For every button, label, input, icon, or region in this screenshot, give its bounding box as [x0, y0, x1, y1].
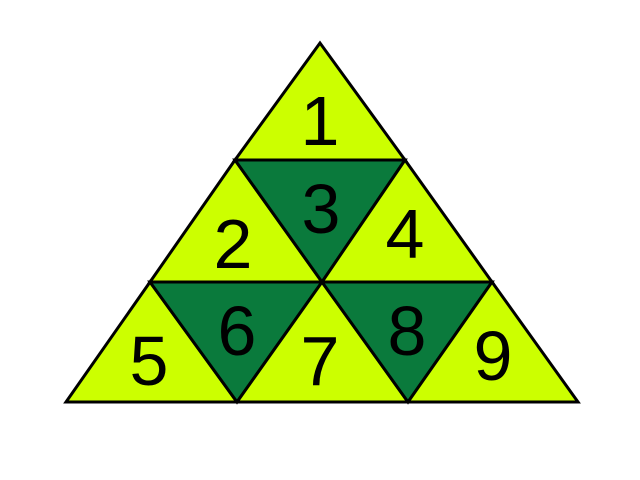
triangle-3-label: 3	[302, 170, 341, 248]
triangle-9-label: 9	[474, 317, 513, 395]
triangle-6-label: 6	[218, 292, 257, 370]
triangle-5-label: 5	[130, 322, 169, 400]
triangle-4: 4	[319, 157, 495, 284]
triangle-9-shape	[405, 279, 581, 404]
triangle-4-label: 4	[386, 195, 425, 273]
triangle-9: 9	[405, 279, 581, 404]
triangle-7-label: 7	[301, 322, 340, 400]
triangle-1-label: 1	[301, 82, 340, 160]
triangle-2-label: 2	[214, 205, 253, 283]
triangle-8-label: 8	[388, 292, 427, 370]
